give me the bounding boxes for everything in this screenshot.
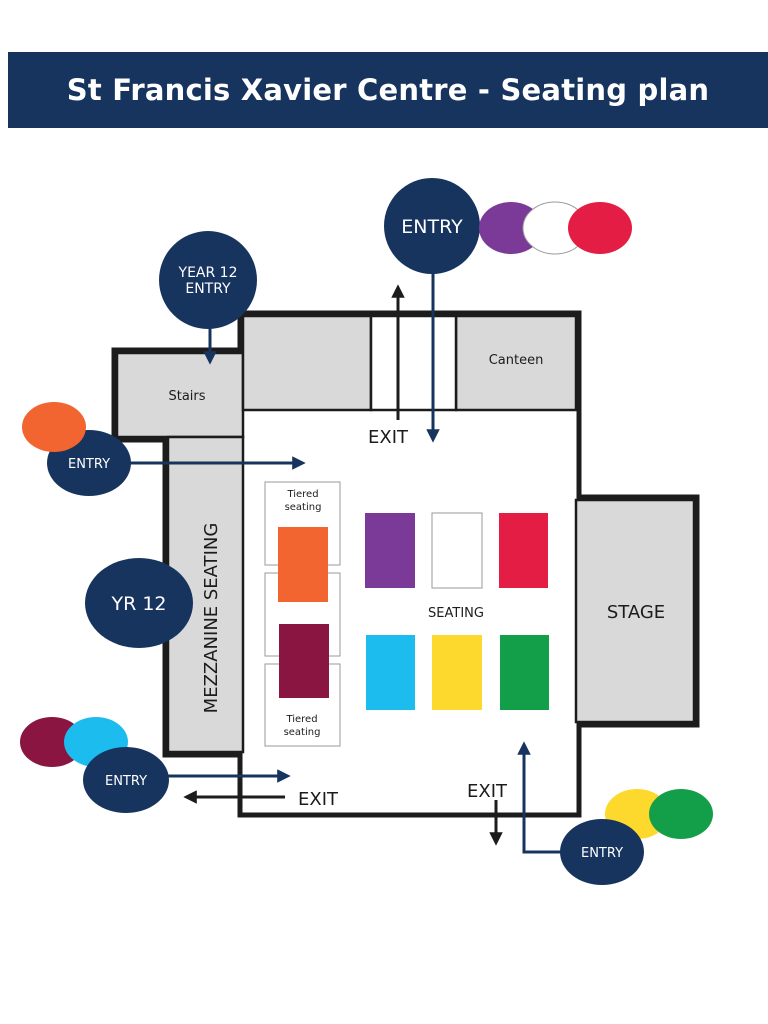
- green-dot: [649, 789, 713, 839]
- yr12-label: YR 12: [110, 593, 166, 615]
- top-entry-circle: [384, 178, 480, 274]
- bottom-right-entry-label: ENTRY: [581, 846, 623, 861]
- yr12-circle: [85, 558, 193, 648]
- seating-label: SEATING: [428, 606, 484, 621]
- bottom-left-exit-label: EXIT: [298, 789, 339, 810]
- left-entry-label: ENTRY: [68, 457, 110, 472]
- tiered-seating-label-bottom: seating: [284, 727, 321, 738]
- bottom-left-entry-label: ENTRY: [105, 774, 147, 789]
- year12-entry-label: YEAR 12: [178, 265, 238, 281]
- tiered-seating-label-bottom: Tiered: [285, 714, 317, 725]
- stairs-label: Stairs: [168, 389, 205, 404]
- top-exit-label: EXIT: [368, 427, 409, 448]
- red-seating-block: [499, 513, 548, 588]
- green-seating-block: [500, 635, 549, 710]
- maroon-seating-block: [279, 624, 329, 698]
- bottom-right-entry-arrow: [517, 741, 568, 854]
- stage-label: STAGE: [607, 602, 665, 623]
- bottom-right-entry-circle: [560, 819, 644, 885]
- corridor-entrance: [369, 314, 458, 412]
- sky-blue-seating-block: [366, 635, 415, 710]
- mezzanine-label: MEZZANINE SEATING: [201, 523, 222, 714]
- white-seating-block: [431, 512, 483, 589]
- canteen-room: [454, 314, 578, 412]
- purple-seating-block: [365, 513, 415, 588]
- tiered-seating-label-top: Tiered: [286, 489, 318, 500]
- upper-left-room: [241, 314, 373, 412]
- year12-entry-label: ENTRY: [185, 281, 231, 297]
- orange-dot: [22, 402, 86, 452]
- tiered-seating-label-top: seating: [285, 502, 322, 513]
- yellow-seating-block: [432, 635, 482, 710]
- year12-entry-circle: [159, 231, 257, 329]
- red-dot: [568, 202, 632, 254]
- top-entry-label: ENTRY: [401, 216, 463, 238]
- stage-area: [574, 498, 696, 724]
- bottom-left-entry-circle: [83, 747, 169, 813]
- bottom-right-exit-label: EXIT: [467, 781, 508, 802]
- canteen-label: Canteen: [489, 353, 544, 368]
- title-banner: St Francis Xavier Centre - Seating plan: [8, 52, 768, 128]
- maroon-dot: [20, 717, 84, 767]
- page-title: St Francis Xavier Centre - Seating plan: [66, 73, 710, 107]
- orange-seating-block: [278, 527, 328, 602]
